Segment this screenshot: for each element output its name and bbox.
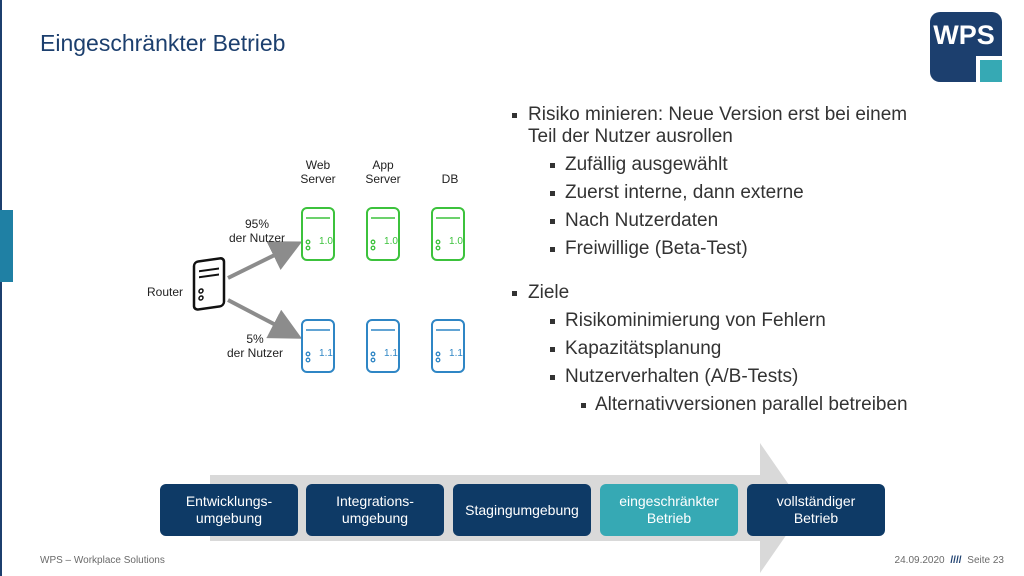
footer-info: 24.09.2020 //// Seite 23 — [895, 555, 1004, 566]
left-edge-line — [0, 0, 2, 576]
arrow-to-bottom-group — [227, 298, 303, 339]
diagram-graphic: 1.0 1.0 1.0 1.1 1. — [192, 207, 465, 373]
rollout-diagram: 1.0 1.0 1.0 1.1 1. — [130, 150, 490, 395]
logo-text: WPS — [933, 20, 995, 50]
bullet-text: Risiko minieren: Neue Version erst bei e… — [528, 104, 908, 147]
bullet-item: Nutzerverhalten (A/B-Tests) — [510, 366, 910, 388]
bullet-item: Zuerst interne, dann externe — [510, 182, 910, 204]
bullet-square-icon — [550, 319, 555, 324]
pipeline-stage: vollständiger Betrieb — [747, 484, 885, 536]
bullet-text: Freiwillige (Beta-Test) — [565, 238, 748, 259]
wps-logo: WPS — [930, 12, 1002, 82]
share-label-top: 95% der Nutzer — [228, 217, 286, 245]
footer-company: WPS – Workplace Solutions — [40, 555, 165, 566]
bullet-square-icon — [550, 347, 555, 352]
bullet-square-icon — [550, 191, 555, 196]
column-label-db: DB — [441, 172, 459, 186]
bullet-square-icon — [581, 403, 586, 408]
pipeline-stage: Integrations- umgebung — [306, 484, 444, 536]
bullet-square-icon — [512, 291, 517, 296]
arrow-to-top-group — [227, 241, 303, 280]
bullet-text: Nach Nutzerdaten — [565, 210, 719, 231]
column-label-app: App Server — [365, 158, 401, 186]
share-label-bottom: 5% der Nutzer — [226, 332, 284, 360]
bullet-text: Kapazitätsplanung — [565, 338, 722, 359]
bullet-item: Risikominimierung von Fehlern — [510, 310, 910, 332]
version-label: 1.0 — [319, 236, 333, 247]
bullet-square-icon — [512, 113, 517, 118]
bullet-text: Risikominimierung von Fehlern — [565, 310, 826, 331]
bullet-square-icon — [550, 375, 555, 380]
left-accent-bar — [0, 210, 13, 282]
server-icon-app-old: 1.0 — [366, 207, 400, 261]
bullet-square-icon — [550, 219, 555, 224]
bullet-list: Risiko minieren: Neue Version erst bei e… — [510, 104, 910, 422]
version-label: 1.1 — [449, 348, 463, 359]
bullet-item: Ziele — [510, 282, 910, 304]
footer-page: Seite 23 — [967, 555, 1004, 566]
pipeline-stage-label: Entwicklungs- umgebung — [185, 493, 273, 526]
bullet-text: Zufällig ausgewählt — [565, 154, 728, 175]
version-label: 1.1 — [384, 348, 398, 359]
bullet-text: Zuerst interne, dann externe — [565, 182, 804, 203]
server-icon-db-new: 1.1 — [431, 319, 465, 373]
pipeline-stage: Entwicklungs- umgebung — [160, 484, 298, 536]
bullet-item: Kapazitätsplanung — [510, 338, 910, 360]
server-icon-app-new: 1.1 — [366, 319, 400, 373]
bullet-item: Risiko minieren: Neue Version erst bei e… — [510, 104, 910, 148]
slide-title: Eingeschränkter Betrieb — [40, 30, 286, 56]
server-icon-web-new: 1.1 — [301, 319, 335, 373]
bullet-item: Freiwillige (Beta-Test) — [510, 238, 910, 260]
bullet-square-icon — [550, 247, 555, 252]
bullet-gap — [510, 266, 910, 282]
server-icon-db-old: 1.0 — [431, 207, 465, 261]
bullet-item: Nach Nutzerdaten — [510, 210, 910, 232]
router-label: Router — [146, 285, 184, 299]
version-label: 1.0 — [449, 236, 463, 247]
bullet-text: Nutzerverhalten (A/B-Tests) — [565, 366, 799, 387]
pipeline-stage: eingeschränkter Betrieb — [600, 484, 738, 536]
bullet-text: Ziele — [528, 282, 570, 303]
pipeline-stage: Stagingumgebung — [453, 484, 591, 536]
version-label: 1.0 — [384, 236, 398, 247]
bullet-square-icon — [550, 163, 555, 168]
column-label-web: Web Server — [300, 158, 336, 186]
pipeline-stage-label: vollständiger Betrieb — [776, 493, 856, 526]
pipeline-stage-label: Integrations- umgebung — [336, 493, 414, 526]
bullet-text: Alternativversionen parallel betreiben — [595, 394, 908, 415]
bullet-item: Alternativversionen parallel betreiben — [510, 394, 910, 416]
router-server-icon — [192, 257, 226, 311]
bullet-item: Zufällig ausgewählt — [510, 154, 910, 176]
footer-separator: //// — [950, 555, 962, 566]
pipeline-stage-label: eingeschränkter Betrieb — [619, 493, 719, 526]
server-icon-web-old: 1.0 — [301, 207, 335, 261]
pipeline-stage-label: Stagingumgebung — [465, 501, 579, 518]
footer-date: 24.09.2020 — [894, 555, 945, 566]
version-label: 1.1 — [319, 348, 333, 359]
